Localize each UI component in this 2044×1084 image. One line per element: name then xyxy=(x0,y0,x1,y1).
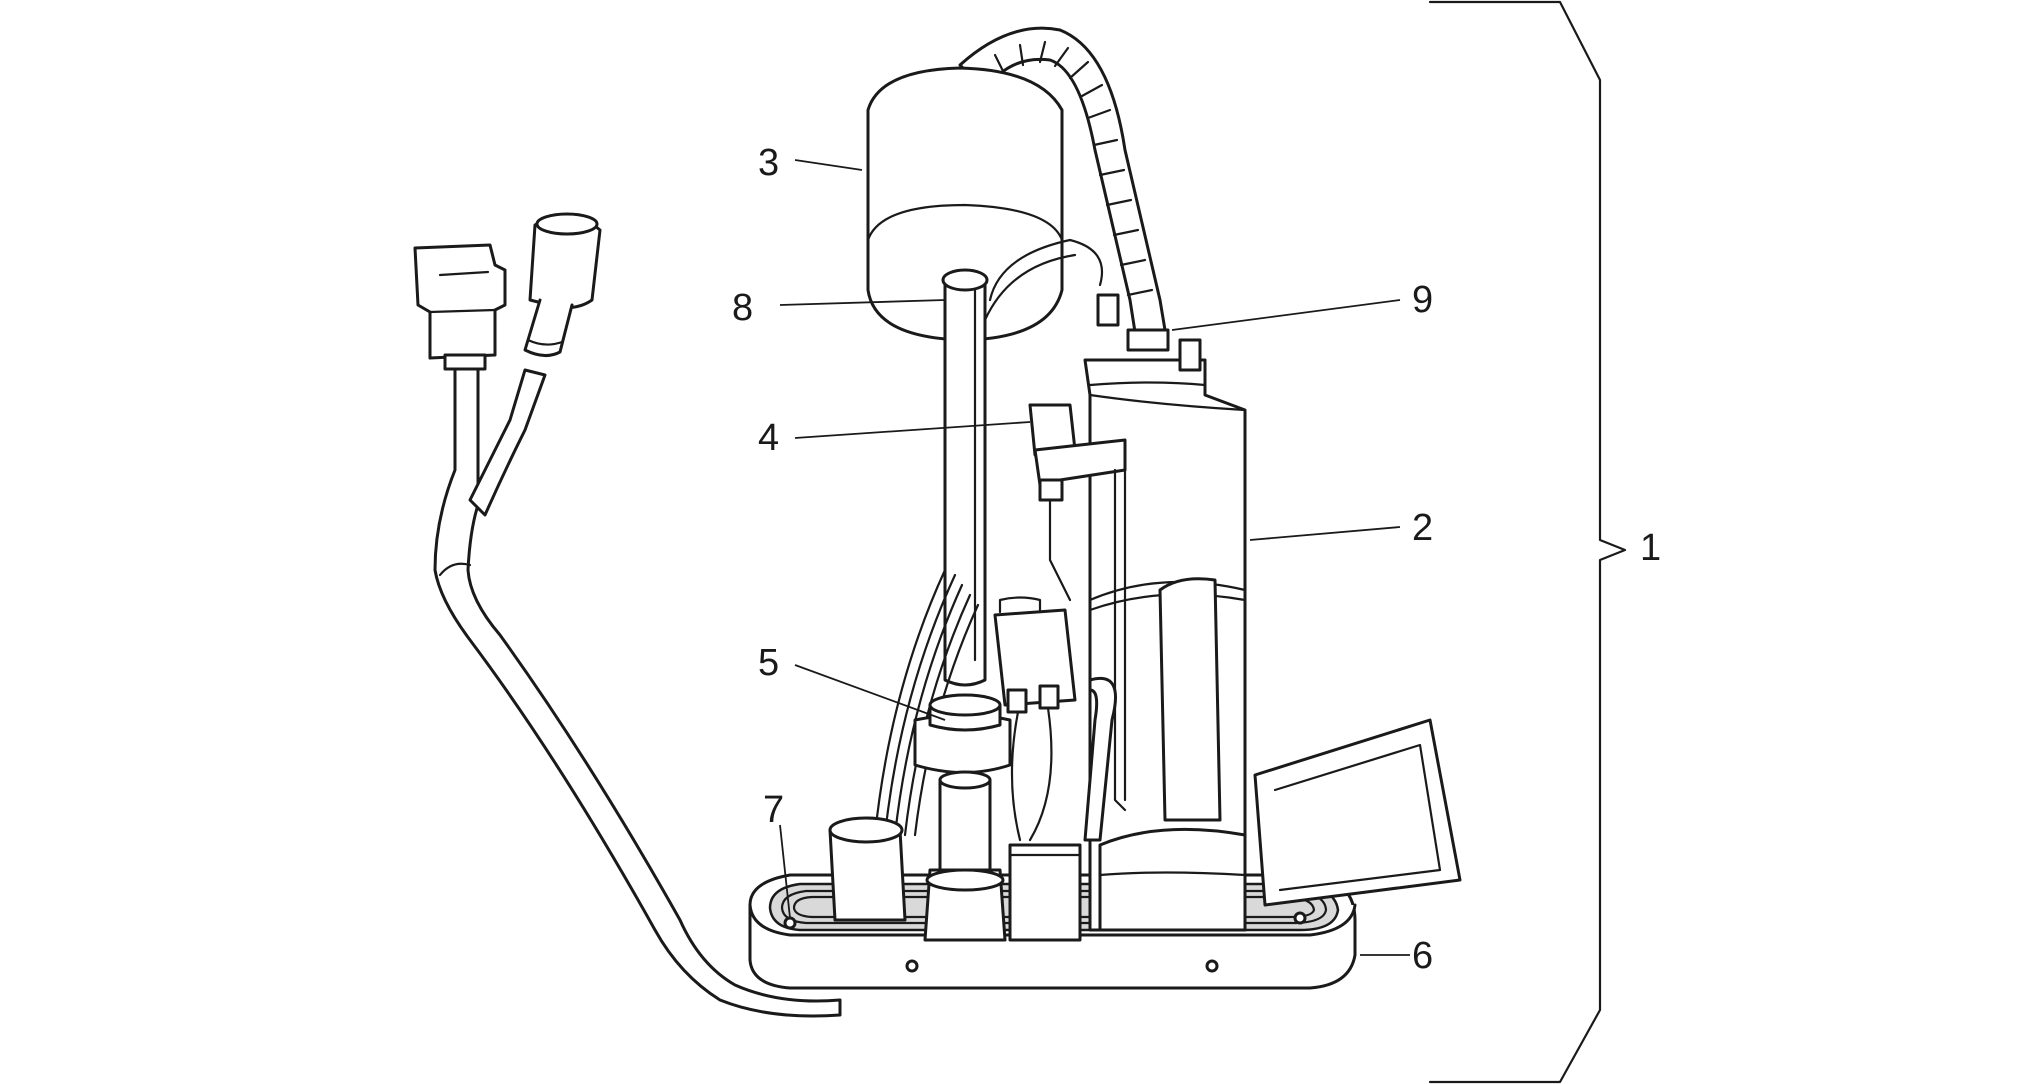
callout-4: 4 xyxy=(758,417,779,459)
leader-line-5 xyxy=(794,664,946,721)
callout-6: 6 xyxy=(1412,935,1433,977)
leader-line-9 xyxy=(1171,299,1401,331)
sensor-wire xyxy=(983,253,1077,322)
fuel-strainer xyxy=(1253,718,1462,907)
electronic-module xyxy=(993,596,1117,842)
fuel-filter xyxy=(866,66,1064,342)
return-pipe xyxy=(941,268,989,687)
assembly-bracket xyxy=(1428,0,1627,1084)
leader-line-3 xyxy=(794,159,863,171)
leader-line-4 xyxy=(794,421,1031,439)
callout-2: 2 xyxy=(1412,507,1433,549)
wiring-harness xyxy=(433,358,842,1018)
flange-bolt-hole xyxy=(1205,959,1219,973)
callout-5: 5 xyxy=(758,642,779,684)
leader-line-8 xyxy=(779,299,946,306)
level-sensor xyxy=(1028,403,1127,812)
callout-3: 3 xyxy=(758,142,779,184)
fuel-pump-body xyxy=(1083,293,1247,932)
electrical-connector-block xyxy=(413,243,507,371)
callout-1: 1 xyxy=(1640,527,1661,569)
flange-bolt-hole xyxy=(783,916,797,930)
terminal-block xyxy=(1008,843,1082,942)
wire-grommet-post xyxy=(828,816,907,922)
flange-bolt-hole xyxy=(905,959,919,973)
callout-8: 8 xyxy=(732,287,753,329)
flange-bolt-hole xyxy=(1293,911,1307,925)
pressure-regulator xyxy=(913,693,1012,942)
sensor-wire xyxy=(988,238,1104,302)
leader-line-7 xyxy=(779,824,791,919)
callout-7: 7 xyxy=(763,789,784,831)
callout-9: 9 xyxy=(1412,279,1433,321)
leader-line-2 xyxy=(1249,526,1401,541)
electrical-connector-round xyxy=(523,212,602,357)
